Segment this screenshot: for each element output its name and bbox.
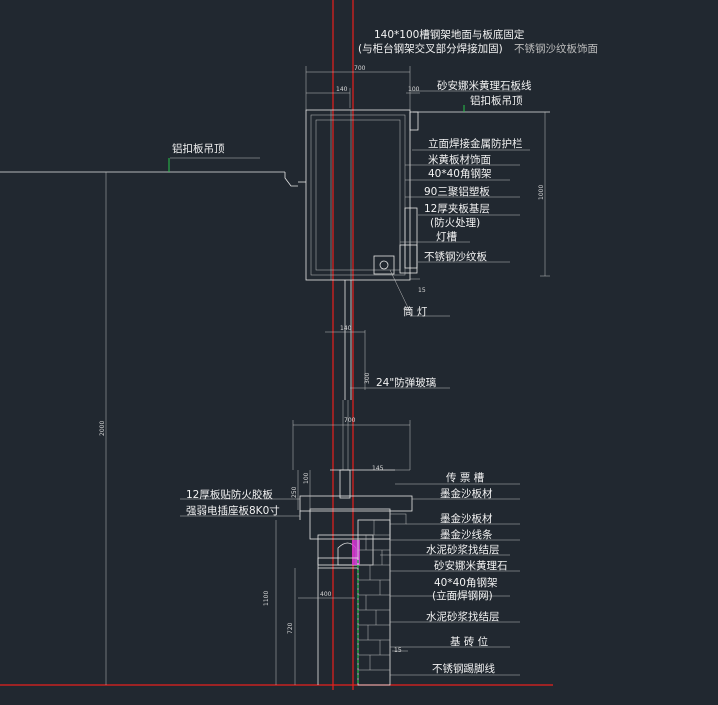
label-steel-frame-1: 140*100槽钢架地面与板底固定 [374,28,525,41]
label-guardrail: 立面焊接金属防护栏 [428,137,523,150]
label-black-gold-1: 墨金沙板材 [440,487,493,500]
ceiling-lines [0,111,550,187]
dim-counter-width: 700 [344,417,356,424]
label-black-gold-line: 墨金沙线条 [440,528,493,541]
dimension-lines [105,66,550,685]
dim-top-width: 700 [354,65,366,72]
dim-counter-right: 145 [372,465,384,472]
label-ceiling-right: 铝扣板吊顶 [470,94,523,107]
dim-mid-140: 140 [340,325,352,332]
label-beige-stone: 砂安娜米黄理石 [434,559,508,572]
label-steel-frame-2: (与柜台钢架交叉部分焊接加固) [358,42,503,55]
label-stainless-bottom: 不锈钢沙纹板 [424,250,487,263]
dim-counter-left-100: 100 [303,472,310,484]
upper-bulkhead [298,109,419,400]
label-skirting: 不锈钢踢脚线 [432,662,495,675]
dim-counter-400: 400 [320,591,332,598]
label-steel-frame-3: 不锈钢沙纹板饰面 [514,42,598,55]
label-mortar-2: 水泥砂浆找结层 [426,610,500,623]
annotation-labels: 140*100槽钢架地面与板底固定 (与柜台钢架交叉部分焊接加固) 不锈钢沙纹板… [172,28,598,675]
down-light-icon [379,260,389,270]
glass-magenta [352,540,360,565]
label-angle-steel-mid-1: 40*40角钢架 [434,576,498,589]
dim-top-140: 140 [336,86,348,93]
leader-lines [170,90,530,676]
label-stone-line: 砂安娜米黄理石板线 [437,79,532,92]
dim-counter-left-250: 250 [291,486,298,498]
label-triple-board: 90三聚铝塑板 [424,185,490,198]
label-ticket-slot: 传 票 槽 [446,472,485,484]
ticket-slot-box [339,469,351,499]
label-socket: 强弱电插座板8K0寸 [186,504,280,517]
dim-ref-15a: 15 [418,287,426,294]
label-mortar-1: 水泥砂浆找结层 [426,543,500,556]
dim-counter-1100: 1100 [263,591,270,606]
dim-right-height: 1000 [538,185,545,200]
label-stone-finish: 米黄板材饰面 [428,153,491,166]
down-light-box [373,255,395,275]
label-angle-steel-mid-2: (立面焊钢网) [432,589,493,602]
label-glass: 24"防弹玻璃 [376,376,436,389]
green-markers [168,105,465,172]
label-down-light: 筒 灯 [403,305,428,318]
label-black-gold-2: 墨金沙板材 [440,512,493,525]
dim-glass-height: 300 [364,372,371,384]
label-base-brick: 基 砖 位 [450,635,489,648]
brick-wall [357,519,391,686]
glass-panel [342,400,349,470]
label-fireproof: (防火处理) [430,216,480,229]
label-plywood: 12厚夹板基层 [424,202,490,215]
dim-left-height: 2000 [99,421,106,436]
dim-top-right-small: 100 [408,86,420,93]
dim-counter-720: 720 [287,622,294,634]
label-ceiling-left: 铝扣板吊顶 [172,142,225,155]
label-angle-steel-top: 40*40角钢架 [428,167,492,180]
dim-ref-15b: 15 [394,647,402,654]
label-light-trough: 灯槽 [436,231,457,243]
label-plywood-fire: 12厚板贴防火胶板 [186,488,273,501]
left-ceiling-corner [284,172,298,187]
dimension-texts: 700 140 100 1000 2000 140 300 700 145 10… [99,65,545,654]
